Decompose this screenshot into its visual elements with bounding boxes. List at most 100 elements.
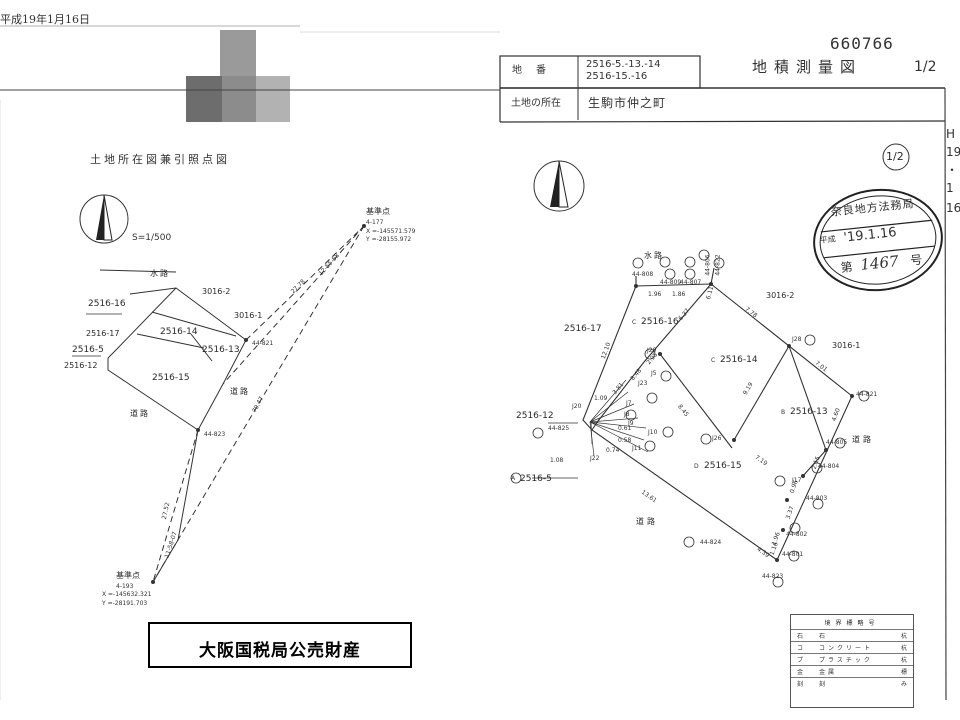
legend-row: 刻 刻 み (791, 677, 913, 688)
legend-symbol: コ (797, 645, 804, 652)
left-lot-3016-2: 3016-2 (202, 287, 231, 296)
left-road-e: 道路 (230, 387, 250, 396)
pt-44-809: 44-809 (660, 279, 682, 286)
r-dim-25: 1.09 (594, 395, 608, 402)
legend-kind: 杭 (900, 657, 907, 664)
right-lot-2516-17: 2516-17 (564, 324, 602, 334)
left-lot-2516-13: 2516-13 (202, 345, 240, 355)
redacted-seal (186, 30, 290, 122)
document-title: 地積測量図 (752, 58, 863, 76)
right-lot-3016-2: 3016-2 (766, 291, 795, 300)
right-road-s: 道路 (636, 517, 658, 526)
page-indicator: 1/2 (886, 150, 904, 163)
stamp-no-prefix: 第 (839, 259, 854, 276)
left-diagram-title: 土地所在図兼引照点図 (90, 153, 230, 166)
j5: J5 (651, 370, 657, 377)
pt-44-824: 44-824 (700, 539, 722, 546)
mark-d: D (694, 463, 699, 470)
pt-44-802: 44-802 (786, 531, 808, 538)
left-lot-2516-12: 2516-12 (64, 361, 98, 370)
notice-text: 大阪国税局公売財産 (199, 641, 361, 661)
r-dim-2: 1.86 (672, 291, 686, 298)
location-label: 土地の所在 (511, 98, 561, 109)
legend-symbol: 金 (797, 669, 804, 676)
page-fraction: 1/2 (914, 59, 937, 75)
right-waterway: 水路 (644, 251, 664, 260)
boundary-marker-legend: 境界標略号 石 石 杭 コ コンクリート 杭 プ プラスチック 杭 金 金属 標… (790, 614, 914, 708)
ref-top-x: X =-145571.579 (366, 228, 416, 235)
left-lot-2516-5: 2516-5 (72, 345, 104, 355)
legend-kind: み (900, 681, 907, 688)
r-dim-23: 0.61 (618, 425, 632, 432)
ref-bottom-title: 基準点 (116, 571, 140, 580)
right-road-e: 道路 (852, 435, 874, 444)
left-waterway: 水路 (150, 269, 170, 278)
r-dim-24: 0.58 (618, 437, 632, 444)
ref-top-title: 基準点 (366, 207, 390, 216)
margin-note-1: H (946, 127, 956, 141)
left-lot-3016-1: 3016-1 (234, 311, 263, 320)
legend-kind: 杭 (900, 633, 907, 640)
j11: J11 (632, 445, 642, 452)
mark-c-1: C (632, 319, 637, 326)
location-value: 生駒市仲之町 (588, 96, 667, 110)
legend-header: 境界標略号 (824, 620, 880, 627)
right-lot-2516-13: 2516-13 (790, 407, 828, 417)
ref-top-y: Y =-28155.972 (366, 236, 412, 243)
lot-label: 地番 (512, 65, 560, 76)
margin-note-3: ・ (946, 163, 959, 177)
registry-stamp: 奈良地方法務局 平成 '19.1.16 第 1467 号 (809, 184, 947, 297)
left-point-44-821: 44-821 (252, 340, 274, 347)
mark-b: B (781, 409, 786, 416)
pt-44-805: 44-805 (826, 439, 848, 446)
j10: J10 (648, 429, 658, 436)
j8: J8 (624, 411, 630, 418)
pt-44-825: 44-825 (548, 425, 570, 432)
ref-top-id: 4-177 (366, 219, 384, 226)
legend-kind: 標 (900, 669, 907, 676)
ref-bottom-x: X =-145632.321 (102, 591, 152, 598)
legend-row: 金 金属 標 (791, 665, 913, 676)
pt-44-801: 44-801 (782, 551, 804, 558)
left-lot-2516-17: 2516-17 (86, 329, 120, 338)
legend-row: プ プラスチック 杭 (791, 653, 913, 664)
left-road-w: 道路 (130, 409, 150, 418)
ref-bottom-y: Y =-28191.703 (102, 600, 148, 607)
j22: J22 (590, 455, 600, 462)
mark-a: A (511, 475, 516, 482)
right-lot-2516-16: 2516-16 (641, 317, 679, 327)
stamp-number: 1467 (859, 252, 900, 274)
pt-44-804: 44-804 (818, 463, 840, 470)
j23: J23 (638, 380, 648, 387)
right-lot-2516-14: 2516-14 (720, 355, 758, 365)
j9: J9 (628, 420, 634, 427)
legend-name: 金属 (819, 669, 838, 676)
legend-row: 石 石 杭 (791, 629, 913, 640)
margin-note-4: 1 (946, 181, 954, 195)
date-stamp: 平成19年1月16日 (0, 13, 90, 26)
j26: J26 (712, 435, 722, 442)
j20: J20 (572, 403, 582, 410)
stamp-date: '19.1.16 (842, 225, 898, 246)
legend-name: プラスチック (819, 657, 873, 664)
stamp-office: 奈良地方法務局 (830, 197, 916, 219)
left-lot-2516-15: 2516-15 (152, 373, 190, 383)
margin-note-2: 19 (946, 145, 960, 159)
left-lot-2516-16: 2516-16 (88, 299, 126, 309)
mark-c-2: C (711, 357, 716, 364)
right-lot-3016-1: 3016-1 (832, 341, 861, 350)
left-point-44-823: 44-823 (204, 431, 226, 438)
pt-44-821: 44-821 (856, 391, 878, 398)
pt-44-803: 44-803 (806, 495, 828, 502)
pt-44-823: 44-823 (762, 573, 784, 580)
lot-value-2: 2516-15.-16 (586, 71, 648, 82)
legend-row: コ コンクリート 杭 (791, 641, 913, 652)
j17: J17 (792, 477, 802, 484)
right-lot-2516-12: 2516-12 (516, 411, 554, 421)
scale-label: S=1/500 (132, 233, 172, 243)
legend-symbol: 石 (797, 633, 804, 640)
public-sale-notice: 大阪国税局公売財産 (148, 622, 412, 668)
legend-kind: 杭 (900, 645, 907, 652)
right-lot-2516-15: 2516-15 (704, 461, 742, 471)
